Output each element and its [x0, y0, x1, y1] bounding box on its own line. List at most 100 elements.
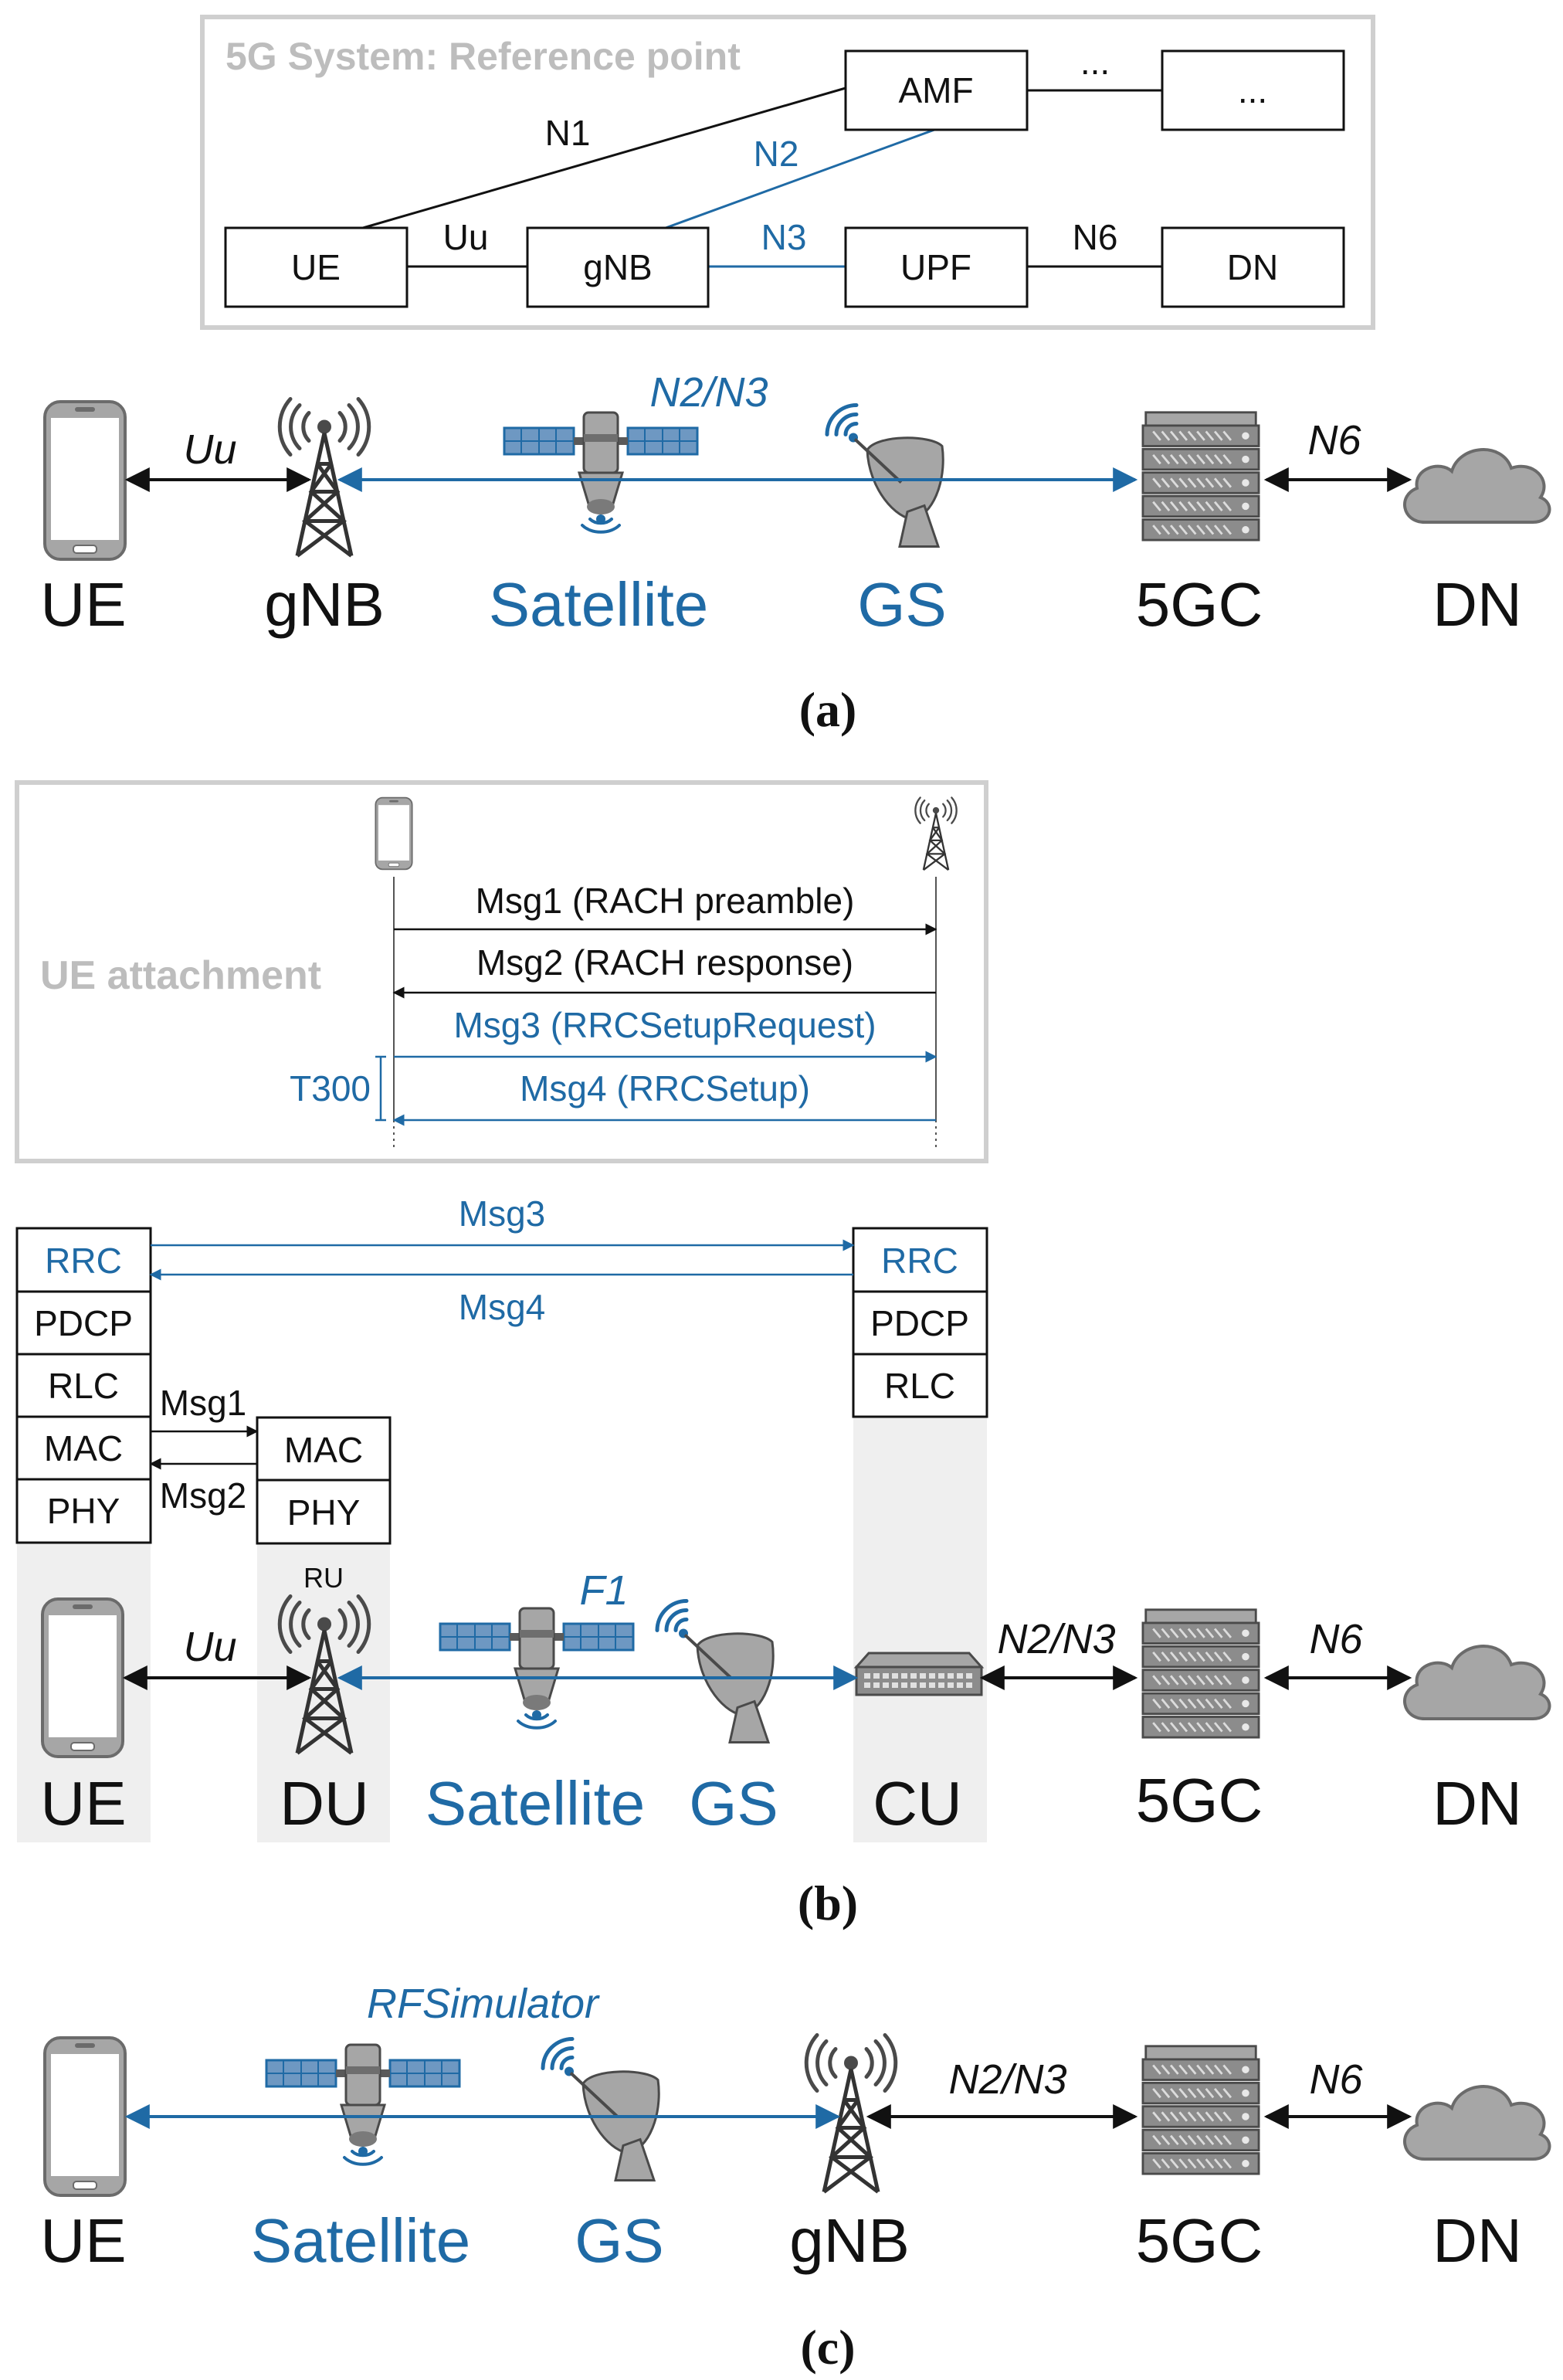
label-n6: N6: [1073, 217, 1118, 257]
msg1-label: Msg1 (RACH preamble): [476, 881, 855, 921]
c-node-label-gnb: gNB: [789, 2206, 910, 2275]
node-label-ue: UE: [40, 570, 126, 639]
ue-stack-mac: MAC: [44, 1428, 123, 1468]
reference-point-frame: [200, 15, 1375, 330]
box-upf: [844, 226, 1029, 308]
b-ground-station-dish-icon: [657, 1601, 773, 1743]
box-amf-label: AMF: [898, 70, 973, 110]
b-row-label-n6: N6: [1309, 1616, 1363, 1662]
box-ue-label: UE: [291, 247, 341, 287]
label-n2: N2: [754, 134, 799, 174]
b-satellite-icon: [439, 1607, 635, 1730]
ue-attachment-title: UE attachment: [40, 953, 321, 998]
b-data-network-cloud-icon: [1402, 1645, 1551, 1720]
ue-stack-rlc: RLC: [48, 1366, 119, 1406]
link-n2: [665, 128, 935, 229]
row-label-n6: N6: [1307, 417, 1361, 463]
node-label-5gc: 5GC: [1136, 570, 1263, 639]
box-dn: [1161, 226, 1345, 308]
c-ue-phone-icon: [43, 2036, 127, 2197]
c-node-label-satellite: Satellite: [251, 2206, 471, 2275]
c-ground-station-dish-icon: [543, 2039, 659, 2181]
label-uu: Uu: [443, 217, 489, 257]
data-network-cloud-icon: [1402, 448, 1551, 524]
b-cu-switch-icon: [855, 1652, 983, 1696]
b-node-label-ue: UE: [40, 1769, 126, 1838]
attach-gnb-tower-icon: [914, 796, 958, 871]
box-dots: [1161, 49, 1345, 131]
c-label-rfsimulator: RFSimulator: [367, 1981, 600, 2027]
c-node-label-5gc: 5GC: [1136, 2206, 1263, 2275]
rrc-msg4-label: Msg4: [459, 1287, 545, 1327]
node-label-satellite: Satellite: [489, 570, 709, 639]
c-node-label-gs: GS: [575, 2206, 664, 2275]
mac-msg1-label: Msg1: [160, 1383, 246, 1423]
b-node-label-satellite: Satellite: [426, 1769, 646, 1838]
du-stack-mac: MAC: [284, 1430, 363, 1470]
ue-stack-rrc: RRC: [45, 1241, 122, 1281]
box-gnb: [526, 226, 710, 308]
msg2-label: Msg2 (RACH response): [476, 942, 853, 983]
t300-bracket: [375, 1055, 386, 1122]
cu-column-shade: [853, 1414, 987, 1842]
panel-c: RFSimulator N2/N3 N6 UE Satellite GS gNB…: [40, 1981, 1551, 2375]
cu-stack-pdcp: PDCP: [870, 1303, 969, 1343]
b-node-label-dn: DN: [1432, 1769, 1522, 1838]
c-node-label-dn: DN: [1432, 2206, 1522, 2275]
c-node-label-ue: UE: [40, 2206, 126, 2275]
node-label-gs: GS: [857, 570, 947, 639]
ground-station-dish-icon: [827, 406, 943, 547]
b-row-label-uu: Uu: [183, 1624, 236, 1670]
ue-attachment-frame: [15, 780, 988, 1163]
label-dots: ...: [1080, 42, 1110, 82]
box-upf-label: UPF: [900, 247, 971, 287]
caption-a: (a): [799, 682, 857, 737]
cu-protocol-stack: RRC PDCP RLC: [852, 1227, 988, 1418]
link-n1: [362, 87, 846, 229]
ue-stack-phy: PHY: [47, 1491, 120, 1531]
ue-phone-icon: [43, 400, 127, 561]
core-server-icon: [1141, 411, 1260, 542]
caption-b: (b): [798, 1876, 858, 1930]
box-amf: [844, 49, 1029, 131]
row-label-uu: Uu: [183, 426, 236, 473]
b-row-label-f1: F1: [579, 1567, 628, 1614]
c-core-server-icon: [1141, 2045, 1260, 2175]
panel-b: UE attachment Msg1 (RACH preamble) Msg2 …: [15, 780, 1551, 1930]
cu-stack-rrc: RRC: [881, 1241, 958, 1281]
attach-ue-phone-icon: [375, 796, 413, 871]
caption-c: (c): [800, 2320, 855, 2375]
ru-label: RU: [303, 1562, 344, 1594]
label-n1: N1: [545, 113, 591, 153]
c-data-network-cloud-icon: [1402, 2085, 1551, 2161]
b-node-label-du: DU: [280, 1769, 369, 1838]
node-label-dn: DN: [1432, 570, 1522, 639]
c-label-n2n3: N2/N3: [948, 2056, 1066, 2103]
b-node-label-cu: CU: [873, 1769, 962, 1838]
satellite-icon: [503, 411, 699, 534]
b-node-label-5gc: 5GC: [1136, 1766, 1263, 1835]
box-dots-label: ...: [1238, 70, 1267, 110]
b-ue-phone-icon: [41, 1597, 124, 1758]
rrc-msg3-label: Msg3: [459, 1193, 545, 1234]
row-label-n2n3: N2/N3: [649, 369, 768, 416]
ue-protocol-stack: RRC PDCP RLC MAC PHY: [15, 1227, 152, 1544]
du-protocol-stack: MAC PHY: [256, 1416, 392, 1545]
gnb-tower-icon: [280, 399, 369, 556]
du-stack-phy: PHY: [287, 1492, 361, 1533]
c-label-n6: N6: [1309, 2056, 1363, 2103]
label-n3: N3: [761, 217, 807, 257]
box-dn-label: DN: [1227, 247, 1278, 287]
msg3-label: Msg3 (RRCSetupRequest): [453, 1005, 876, 1045]
cu-stack-rlc: RLC: [884, 1366, 955, 1406]
b-row-label-n2n3: N2/N3: [997, 1616, 1115, 1662]
box-ue: [224, 226, 409, 308]
panel-a: 5G System: Reference point AMF ... UE gN…: [40, 15, 1551, 737]
node-label-gnb: gNB: [264, 570, 385, 639]
c-gnb-tower-icon: [806, 2035, 896, 2192]
box-gnb-label: gNB: [583, 247, 652, 287]
reference-point-title: 5G System: Reference point: [225, 35, 741, 78]
c-satellite-icon: [265, 2043, 461, 2166]
b-core-server-icon: [1141, 1608, 1260, 1739]
